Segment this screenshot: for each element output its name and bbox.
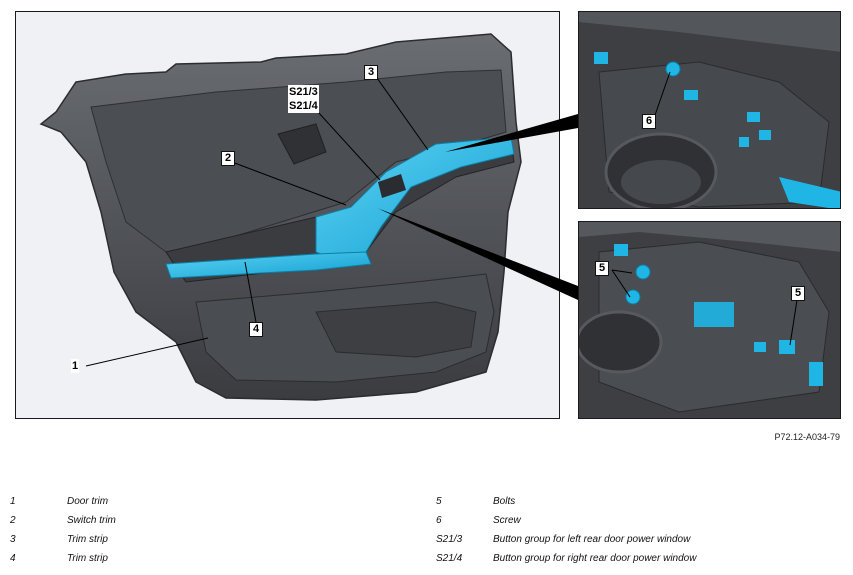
legend-label: Screw [493, 515, 521, 526]
legend-label: Button group for right rear door power w… [493, 553, 697, 564]
legend-label: Trim strip [67, 534, 108, 545]
callout-s21-4: S21/4 [288, 99, 319, 113]
legend-label: Bolts [493, 496, 516, 507]
legend-key: 5 [436, 496, 442, 507]
figure-id: P72.12-A034-79 [774, 432, 840, 442]
legend-key: 6 [436, 515, 442, 526]
legend-key: 4 [10, 553, 16, 564]
detail-view-screw [578, 11, 841, 209]
legend-key: S21/4 [436, 553, 463, 564]
legend-key: 3 [10, 534, 16, 545]
legend-key: S21/3 [436, 534, 463, 545]
legend-label: Button group for left rear door power wi… [493, 534, 691, 545]
legend-key: 1 [10, 496, 16, 507]
callout-6: 6 [642, 114, 657, 129]
callout-1: 1 [71, 359, 80, 373]
trim-strip-highlight [165, 251, 372, 279]
detail-view-bolts [578, 221, 841, 419]
legend-label: Door trim [67, 496, 109, 507]
legend-key: 2 [10, 515, 16, 526]
callout-5-left: 5 [595, 261, 610, 276]
callout-4: 4 [249, 322, 264, 337]
callout-s21-3: S21/3 [288, 85, 319, 99]
callout-5-right: 5 [791, 286, 806, 301]
door-trim-illustration [15, 11, 560, 419]
door-trim-drawing [39, 33, 522, 401]
legend-label: Trim strip [67, 553, 108, 564]
detail-top-drawing [579, 12, 840, 208]
legend-label: Switch trim [67, 515, 116, 526]
detail-bottom-drawing [579, 222, 840, 418]
callout-2: 2 [221, 151, 236, 166]
callout-3: 3 [364, 65, 379, 80]
